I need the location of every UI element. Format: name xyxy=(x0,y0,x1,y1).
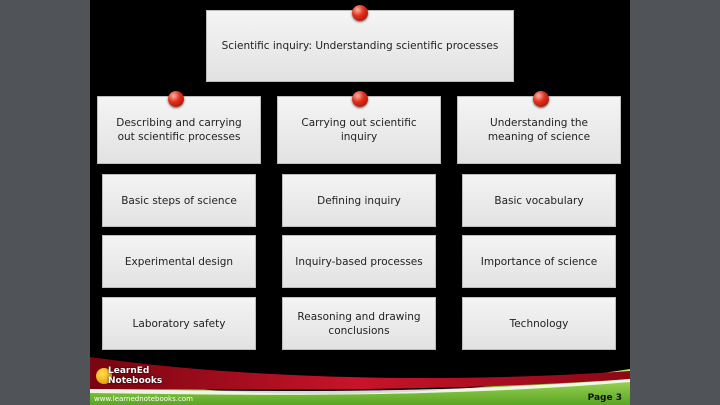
item-box: Technology xyxy=(462,297,616,350)
item-text: Basic steps of science xyxy=(121,194,237,207)
page-number: Page 3 xyxy=(587,393,622,403)
item-text: Experimental design xyxy=(124,255,234,268)
root-text: Scientific inquiry: Understanding scient… xyxy=(221,40,499,52)
branch-title: Carrying out scientific inquiry xyxy=(301,117,417,143)
logo-line2: Notebooks xyxy=(108,376,163,386)
branch-box-1: Describing and carrying out scientific p… xyxy=(97,96,261,164)
item-box: Laboratory safety xyxy=(102,297,256,350)
logo-badge-icon xyxy=(96,368,112,384)
item-box: Basic vocabulary xyxy=(462,174,616,227)
footer-url: www.learnednotebooks.com xyxy=(94,395,193,403)
item-box: Experimental design xyxy=(102,235,256,288)
item-text: Inquiry-based processes xyxy=(295,255,423,268)
item-text: Importance of science xyxy=(480,255,598,268)
item-text: Technology xyxy=(509,317,569,330)
item-text: Defining inquiry xyxy=(317,194,401,207)
root-box: Scientific inquiry: Understanding scient… xyxy=(206,10,514,82)
pin-icon xyxy=(352,91,368,107)
pin-icon xyxy=(352,5,368,21)
logo-line1: LearnEd xyxy=(108,366,150,376)
pin-icon xyxy=(168,91,184,107)
branch-title: Describing and carrying out scientific p… xyxy=(116,117,242,143)
item-box: Importance of science xyxy=(462,235,616,288)
item-box: Basic steps of science xyxy=(102,174,256,227)
branch-box-2: Carrying out scientific inquiry xyxy=(277,96,441,164)
item-box: Inquiry-based processes xyxy=(282,235,436,288)
item-text: Basic vocabulary xyxy=(494,194,584,207)
slide: Scientific inquiry: Understanding scient… xyxy=(90,0,630,405)
item-text: Reasoning and drawing conclusions xyxy=(297,310,421,337)
item-box: Defining inquiry xyxy=(282,174,436,227)
learned-notebooks-logo: LearnEd Notebooks xyxy=(96,366,162,390)
branch-title: Understanding the meaning of science xyxy=(487,117,591,143)
footer-swoosh xyxy=(90,357,630,405)
item-text: Laboratory safety xyxy=(132,317,226,330)
pin-icon xyxy=(533,91,549,107)
item-box: Reasoning and drawing conclusions xyxy=(282,297,436,350)
